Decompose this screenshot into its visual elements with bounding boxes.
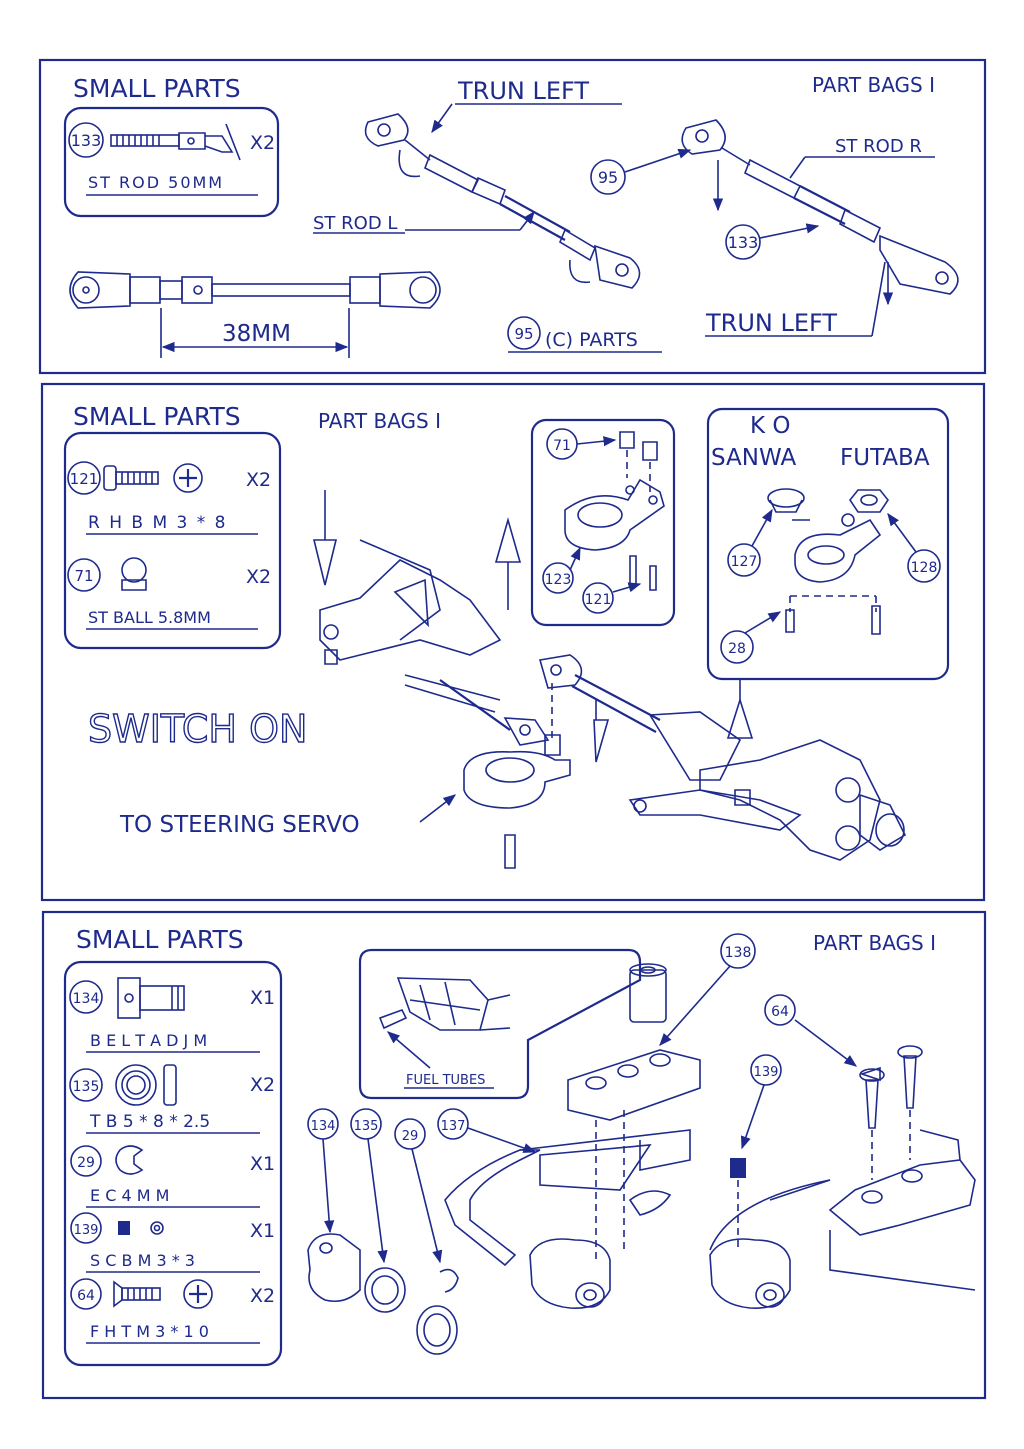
phillips-head-icon [173, 463, 203, 493]
part-29-row: 29 X1 E C 4 M M [70, 1145, 275, 1208]
part-bags-label-1: PART BAGS I [812, 73, 935, 97]
ko-label: K O [750, 413, 791, 439]
callout-137: 137 [441, 1119, 466, 1134]
left-rod-drawing: TRUN LEFT ST ROD L [313, 77, 641, 289]
small-parts-box-3 [63, 960, 283, 1367]
e-clip-icon [115, 1145, 144, 1175]
part-number: 139 [74, 1223, 99, 1238]
callout-28: 28 [728, 641, 746, 657]
panel-belt-adjuster: SMALL PARTS PART BAGS I 134 X1 B E L T A… [41, 910, 987, 1400]
part-64-row: 64 X2 F H T M 3 * 1 0 [70, 1278, 275, 1344]
part-name: R H B M 3 * 8 [88, 513, 227, 533]
panel-1-border [38, 58, 987, 375]
screw-icon [103, 465, 159, 491]
part-135-row: 135 X2 T B 5 * 8 * 2.5 [69, 1064, 275, 1134]
part-number: 121 [70, 470, 99, 488]
callout-123: 123 [545, 572, 572, 588]
callout-128: 128 [911, 560, 938, 576]
callout-64: 64 [771, 1004, 789, 1020]
radio-brand-box [706, 407, 950, 681]
c-parts-label: (C) PARTS [545, 329, 638, 351]
callout-127: 127 [731, 554, 758, 570]
set-screw-icon [118, 1221, 164, 1235]
to-steering-servo-label: TO STEERING SERVO [119, 812, 360, 838]
callout-139: 139 [754, 1065, 779, 1080]
dimension-label: 38MM [222, 321, 291, 347]
callout-138: 138 [725, 945, 752, 961]
part-qty: X2 [250, 1285, 275, 1307]
fuel-tubes-callout [358, 948, 642, 1100]
callout-71: 71 [553, 438, 571, 454]
ball-stud-icon [121, 557, 147, 591]
part-number-circle [68, 122, 104, 158]
small-parts-box-2 [63, 431, 282, 650]
callout-29: 29 [402, 1129, 419, 1144]
part-qty: X2 [250, 1074, 275, 1096]
part-name: F H T M 3 * 1 0 [90, 1322, 209, 1341]
bearing-icon [115, 1064, 177, 1106]
callout-95-top: 95 [598, 168, 618, 187]
part-qty: X1 [250, 1220, 275, 1242]
part-bags-label-2: PART BAGS I [318, 409, 441, 433]
turn-left-label-bottom: TRUN LEFT [705, 309, 837, 337]
belt-adjuster-assembly: 138 64 139 [307, 933, 976, 1355]
part-134-row: 134 X1 B E L T A D J M [69, 977, 275, 1053]
small-parts-title-2: SMALL PARTS [73, 402, 241, 431]
part-qty: X2 [246, 469, 271, 491]
part-number: 71 [74, 567, 93, 585]
st-rod-end-icon [110, 123, 241, 161]
servo-saver-detail: 71 123 121 [542, 428, 665, 614]
steering-linkage-drawing [312, 490, 907, 869]
part-qty: X1 [250, 1153, 275, 1175]
part-qty: X2 [246, 566, 271, 588]
right-rod-drawing: ST ROD R 95 133 TRUN LEFT [590, 119, 959, 337]
part-121-row: 121 X2 R H B M 3 * 8 [67, 461, 271, 535]
panel-steering-rods: SMALL PARTS PART BAGS I 133 X2 ST ROD 50… [38, 58, 987, 375]
flat-head-screw-icon [113, 1280, 161, 1308]
sanwa-label: SANWA [711, 445, 796, 471]
st-rod-l-label: ST ROD L [313, 213, 397, 234]
futaba-label: FUTABA [840, 445, 930, 471]
part-name: ST BALL 5.8MM [88, 608, 211, 627]
part-number: 64 [77, 1288, 95, 1304]
callout-121: 121 [585, 592, 612, 608]
part-name: S C B M 3 * 3 [90, 1251, 195, 1270]
fuel-tubes-detail: FUEL TUBES [378, 977, 511, 1089]
part-139-row: 139 X1 S C B M 3 * 3 [70, 1212, 275, 1273]
fuel-tubes-label: FUEL TUBES [406, 1073, 485, 1088]
part-number: 133 [71, 131, 102, 150]
part-133-row: 133 X2 ST ROD 50MM [68, 122, 275, 196]
part-qty: X2 [250, 132, 275, 154]
phillips-head-icon [183, 1279, 213, 1309]
small-parts-box-1 [63, 106, 280, 218]
rod-assembly-drawing: 38MM [69, 271, 441, 358]
panel-2-border [40, 382, 986, 902]
turn-left-label-top: TRUN LEFT [457, 77, 589, 105]
part-number: 29 [77, 1155, 95, 1171]
radio-brand-detail: K O SANWA FUTABA 127 128 28 [711, 413, 941, 664]
callout-135: 135 [354, 1119, 379, 1134]
part-number: 134 [73, 991, 100, 1007]
part-name: ST ROD 50MM [88, 173, 224, 192]
part-name: B E L T A D J M [90, 1031, 207, 1050]
part-name: E C 4 M M [90, 1186, 169, 1205]
part-71-row: 71 X2 ST BALL 5.8MM [67, 557, 271, 630]
small-parts-title-3: SMALL PARTS [76, 925, 244, 954]
part-name: T B 5 * 8 * 2.5 [89, 1112, 210, 1132]
panel-3-border [41, 910, 987, 1400]
switch-on-label: SWITCH ON [88, 707, 307, 751]
small-parts-title-1: SMALL PARTS [73, 74, 241, 103]
servo-saver-detail-box [530, 418, 676, 627]
st-rod-r-label: ST ROD R [835, 136, 922, 157]
belt-adjuster-icon [117, 977, 185, 1019]
callout-134: 134 [311, 1119, 336, 1134]
callout-133: 133 [728, 233, 759, 252]
part-number: 135 [73, 1079, 100, 1095]
part-qty: X1 [250, 987, 275, 1009]
panel-steering-servo: SMALL PARTS PART BAGS I 121 X2 R H B M 3… [40, 382, 986, 902]
part-bags-label-3: PART BAGS I [813, 931, 936, 955]
callout-95-c-parts: 95 [514, 325, 533, 343]
